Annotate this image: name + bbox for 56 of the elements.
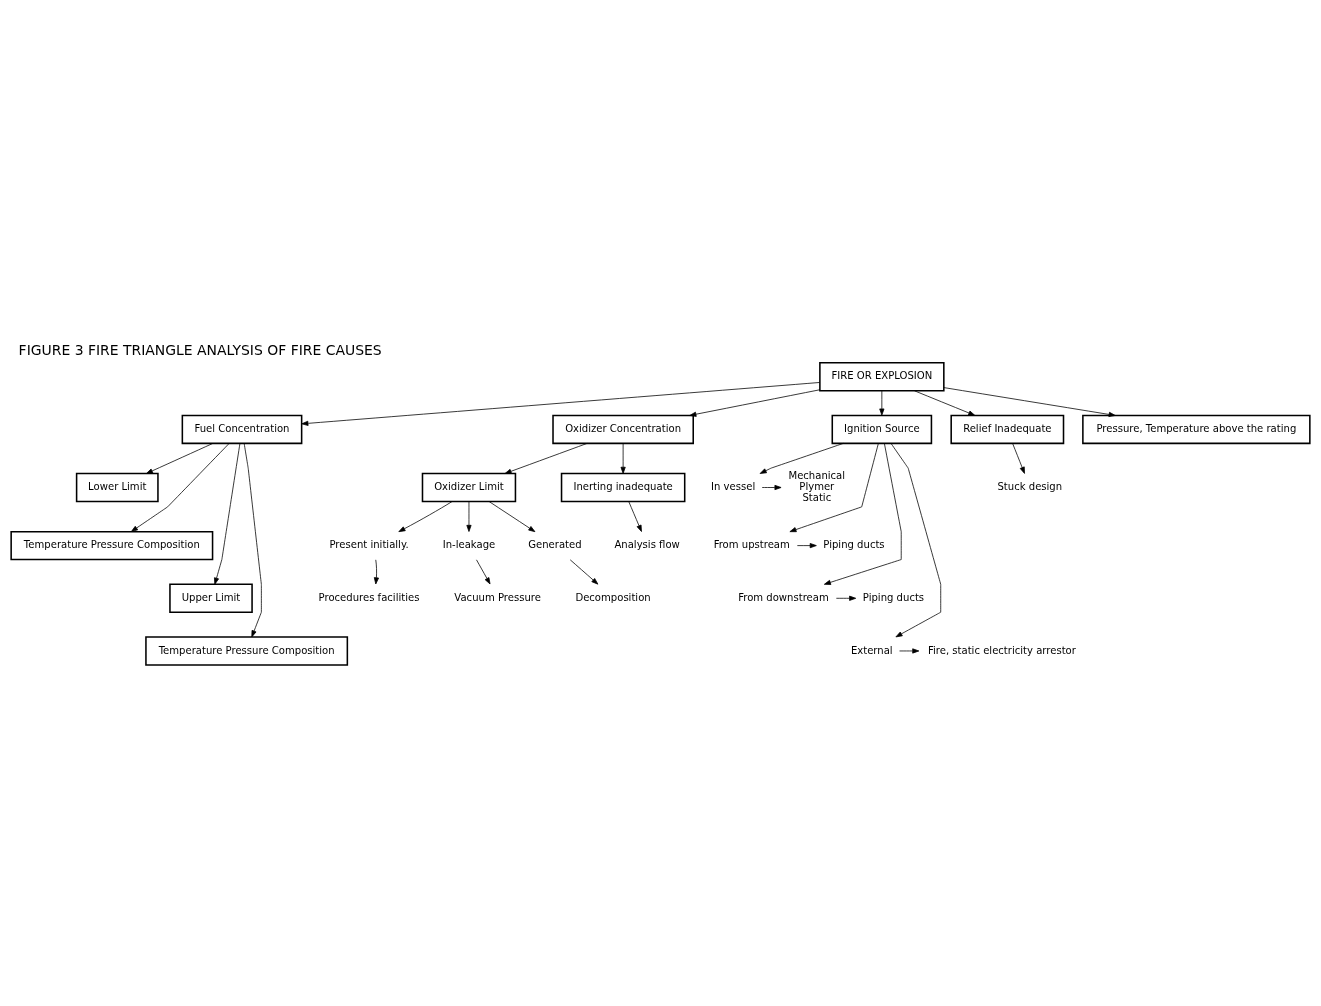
node-box: Fuel Concentration [181, 414, 303, 445]
node-text: External [850, 644, 893, 656]
arrow [488, 501, 536, 533]
arrow [214, 443, 241, 585]
arrow [943, 387, 1116, 417]
node-box: Ignition Source [831, 414, 933, 445]
arrow [243, 443, 262, 638]
node-text: In-leakage [442, 539, 496, 551]
arrow [890, 443, 942, 638]
node-box: Oxidizer Concentration [552, 414, 694, 445]
node-box: Pressure, Temperature above the rating [1082, 414, 1311, 445]
arrow [476, 559, 491, 585]
arrow [879, 390, 885, 416]
node-text: Mechanical Plymer Static [788, 470, 846, 503]
node-box: Relief Inadequate [950, 414, 1065, 445]
node-text: Generated [528, 539, 582, 551]
arrow [761, 484, 782, 491]
arrow [620, 443, 626, 474]
arrow [569, 559, 599, 585]
arrow [796, 543, 817, 549]
arrow [759, 442, 844, 474]
arrow [899, 648, 920, 654]
arrow [1012, 443, 1025, 474]
node-text: In vessel [711, 481, 756, 493]
arrow [504, 443, 588, 474]
node-box: Lower Limit [75, 472, 159, 503]
arrow [789, 443, 879, 533]
node-box: Temperature Pressure Composition [10, 530, 214, 561]
arrow [398, 501, 453, 533]
node-text: Piping ducts [862, 591, 925, 603]
node-text: Decomposition [575, 591, 651, 603]
node-text: Stuck design [997, 481, 1063, 493]
node-text: Vacuum Pressure [454, 591, 541, 603]
node-text: Present initially. [329, 539, 409, 551]
node-box: Inerting inadequate [560, 472, 686, 503]
node-box: Oxidizer Limit [421, 472, 517, 503]
arrow [145, 443, 214, 474]
node-box: Upper Limit [169, 583, 253, 613]
arrow [130, 443, 230, 532]
arrow [823, 443, 902, 585]
arrow [301, 382, 820, 426]
node-text: From downstream [738, 591, 829, 603]
node-text: Piping ducts [823, 539, 885, 551]
arrow [466, 501, 472, 532]
node-text: Fire, static electricity arrestor [927, 644, 1076, 656]
diagram-title: FIGURE 3 FIRE TRIANGLE ANALYSIS OF FIRE CAUSES [18, 342, 382, 359]
node-text: From upstream [713, 539, 790, 551]
arrow [914, 390, 976, 416]
arrow [835, 595, 857, 601]
arrow [628, 501, 642, 532]
node-box: Temperature Pressure Composition [145, 636, 349, 666]
arrow [373, 559, 379, 585]
node-text: Procedures facilities [318, 591, 420, 603]
arrow [689, 389, 821, 417]
node-box: FIRE OR EXPLOSION [819, 362, 945, 392]
node-text: Analysis flow [614, 539, 680, 551]
